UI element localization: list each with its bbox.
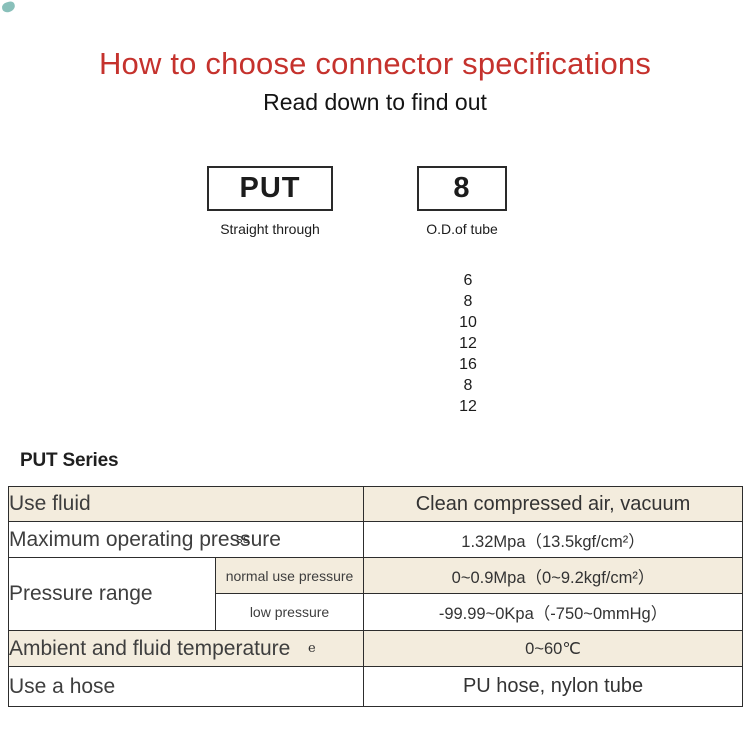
low-pressure-label: low pressure	[214, 593, 365, 631]
temperature-value: 0~60℃	[363, 630, 744, 667]
normal-pressure-value: 0~0.9Mpa（0~9.2kgf/cm²）	[363, 557, 744, 594]
hose-value: PU hose, nylon tube	[363, 666, 744, 707]
series-heading: PUT Series	[20, 450, 119, 471]
overlapping-text-artifact: ss	[236, 531, 250, 546]
tube-size-box: 8	[417, 166, 507, 211]
tube-size-option: 12	[459, 398, 477, 415]
tube-size-option: 16	[459, 356, 477, 373]
model-code-box: PUT	[207, 166, 333, 211]
use-fluid-label: Use fluid	[7, 486, 365, 522]
tube-size-caption: O.D.of tube	[426, 221, 498, 237]
tube-size-option: 8	[463, 377, 473, 394]
model-code-caption: Straight through	[220, 221, 320, 237]
temperature-label: Ambient and fluid temperature	[7, 630, 365, 667]
page-title: How to choose connector specifications	[98, 46, 652, 81]
max-pressure-value: 1.32Mpa（13.5kgf/cm²）	[363, 521, 744, 558]
table-row: Pressure range normal use pressure 0~0.9…	[8, 557, 744, 631]
tube-size-option: 10	[459, 314, 477, 331]
specification-table: Use fluid Clean compressed air, vacuum M…	[7, 486, 744, 707]
pressure-range-label: Pressure range	[8, 557, 216, 631]
table-row: Ambient and fluid temperature 0~60℃	[7, 630, 744, 667]
tube-size-option: 6	[463, 272, 473, 289]
normal-pressure-label: normal use pressure	[214, 557, 365, 594]
stray-letter-artifact: e	[308, 641, 316, 656]
tube-size-value: 8	[453, 172, 471, 204]
use-fluid-value: Clean compressed air, vacuum	[363, 486, 744, 522]
tube-size-option: 8	[463, 293, 473, 310]
max-pressure-label: Maximum operating pressure	[7, 521, 365, 558]
table-row: Use fluid Clean compressed air, vacuum	[7, 486, 744, 522]
tube-size-options-list: 6 8 10 12 16 8 12	[408, 270, 528, 417]
model-code-value: PUT	[239, 172, 301, 204]
hose-label: Use a hose	[7, 666, 365, 707]
table-row: low pressure -99.99~0Kpa（-750~0mmHg）	[9, 593, 744, 631]
table-row: Use a hose PU hose, nylon tube	[7, 666, 744, 707]
table-row: Maximum operating pressure 1.32Mpa（13.5k…	[7, 521, 744, 558]
corner-smudge-mark	[0, 0, 17, 14]
tube-size-option: 12	[459, 335, 477, 352]
page-subtitle: Read down to find out	[263, 89, 487, 115]
low-pressure-value: -99.99~0Kpa（-750~0mmHg）	[363, 593, 744, 631]
